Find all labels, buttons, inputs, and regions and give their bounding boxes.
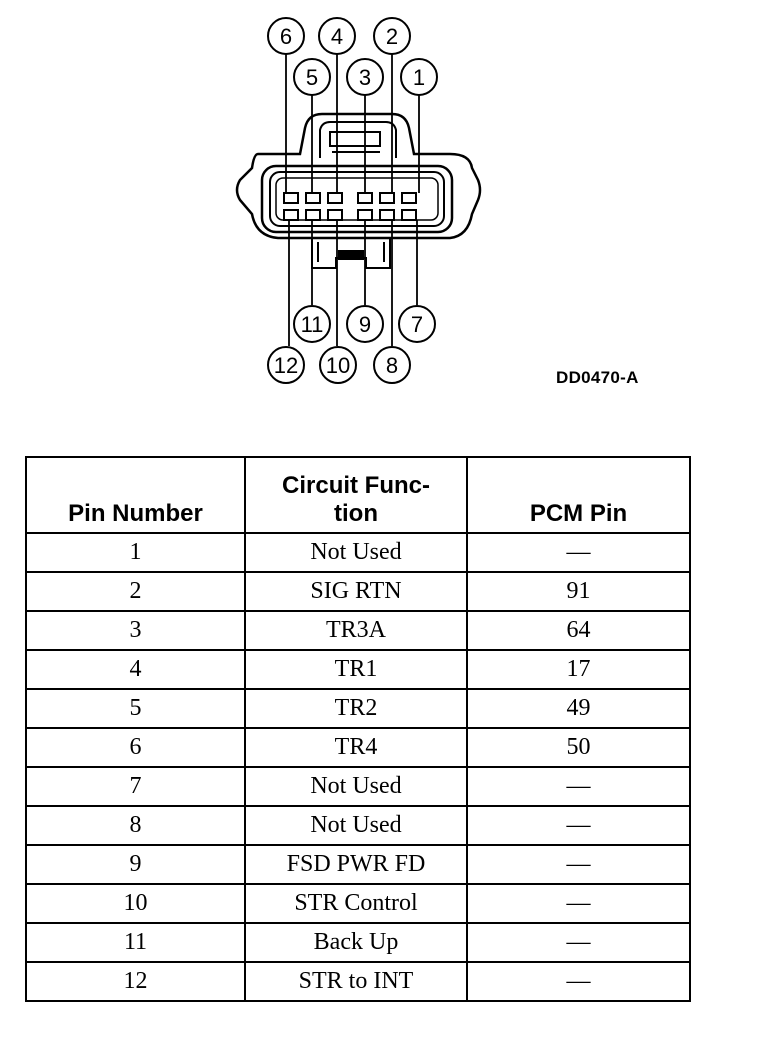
leader-lines <box>285 53 420 346</box>
circuit-function-cell: Not Used <box>244 805 468 846</box>
header-pin-number: Pin Number <box>25 456 246 534</box>
pin-label-12: 12 <box>274 353 298 378</box>
pin-number-cell: 11 <box>25 922 246 963</box>
pin-label-10: 10 <box>326 353 350 378</box>
pin-callout-6 <box>267 17 305 55</box>
table-row: 8 Not Used — <box>25 805 691 846</box>
circuit-function-cell: Not Used <box>244 532 468 573</box>
pcm-pin-cell: — <box>466 883 691 924</box>
pin-label-1: 1 <box>413 65 425 90</box>
pin-label-4: 4 <box>331 24 343 49</box>
circuit-function-cell: TR3A <box>244 610 468 651</box>
pin-callout-7 <box>398 305 436 343</box>
circuit-function-cell: FSD PWR FD <box>244 844 468 885</box>
pin-number-cell: 5 <box>25 688 246 729</box>
pcm-pin-cell: — <box>466 922 691 963</box>
pin-label-2: 2 <box>386 24 398 49</box>
pin-number-cell: 8 <box>25 805 246 846</box>
pin-callout-9 <box>346 305 384 343</box>
table-body: 1 Not Used — 2 SIG RTN 91 3 TR3A 64 4 TR… <box>25 532 691 1002</box>
circuit-function-cell: SIG RTN <box>244 571 468 612</box>
pin-label-11: 11 <box>301 312 324 337</box>
pcm-pin-cell: — <box>466 961 691 1002</box>
pin-callouts-top <box>267 17 438 96</box>
latch-window <box>329 131 381 147</box>
pin-number-cell: 4 <box>25 649 246 690</box>
circuit-function-cell: TR2 <box>244 688 468 729</box>
circuit-function-cell: STR to INT <box>244 961 468 1002</box>
pin-callouts-bottom <box>267 305 436 384</box>
pin-callout-3 <box>346 58 384 96</box>
header-circuit-function: Circuit Func- tion <box>244 456 468 534</box>
circuit-function-cell: Not Used <box>244 766 468 807</box>
table-row: 3 TR3A 64 <box>25 610 691 651</box>
pin-callout-11 <box>293 305 331 343</box>
pcm-pin-cell: — <box>466 532 691 573</box>
connector-latch <box>319 121 397 158</box>
pin-label-6: 6 <box>280 24 292 49</box>
connector-inner-cavity <box>260 164 454 234</box>
pin-callout-2 <box>373 17 411 55</box>
table-row: 10 STR Control — <box>25 883 691 924</box>
pin-callout-1 <box>400 58 438 96</box>
pin-callout-5 <box>293 58 331 96</box>
connector-face-drawing: 6 4 2 5 3 1 11 9 7 12 10 8 <box>235 17 482 384</box>
pcm-pin-cell: — <box>466 844 691 885</box>
figure-code: DD0470-A <box>556 368 639 387</box>
header-pcm-pin: PCM Pin <box>466 456 691 534</box>
table-row: 5 TR2 49 <box>25 688 691 729</box>
pin-label-7: 7 <box>411 312 423 337</box>
table-row: 11 Back Up — <box>25 922 691 963</box>
pin-number-cell: 1 <box>25 532 246 573</box>
pin-number-cell: 2 <box>25 571 246 612</box>
pin-table: Pin Number Circuit Func- tion PCM Pin 1 … <box>25 456 691 1002</box>
pin-label-8: 8 <box>386 353 398 378</box>
pin-number-cell: 10 <box>25 883 246 924</box>
table-row: 9 FSD PWR FD — <box>25 844 691 885</box>
circuit-function-cell: Back Up <box>244 922 468 963</box>
circuit-function-cell: TR1 <box>244 649 468 690</box>
connector-diagram: 6 4 2 5 3 1 11 9 7 12 10 8 DD0470-A <box>0 0 768 400</box>
pin-label-3: 3 <box>359 65 371 90</box>
pin-number-cell: 12 <box>25 961 246 1002</box>
pin-callout-4 <box>318 17 356 55</box>
table-header-row: Pin Number Circuit Func- tion PCM Pin <box>25 456 691 534</box>
circuit-function-cell: TR4 <box>244 727 468 768</box>
pin-number-cell: 9 <box>25 844 246 885</box>
pin-cavities-bottom-row <box>283 209 417 221</box>
connector-outer-shell <box>235 112 482 240</box>
pcm-pin-cell: — <box>466 766 691 807</box>
pcm-pin-cell: 17 <box>466 649 691 690</box>
pin-callout-8 <box>373 346 411 384</box>
pin-cavities-top-row <box>283 192 417 204</box>
pin-number-cell: 6 <box>25 727 246 768</box>
pcm-pin-cell: — <box>466 805 691 846</box>
table-row: 1 Not Used — <box>25 532 691 573</box>
pcm-pin-cell: 50 <box>466 727 691 768</box>
pin-label-5: 5 <box>306 65 318 90</box>
table-row: 4 TR1 17 <box>25 649 691 690</box>
pin-number-cell: 7 <box>25 766 246 807</box>
table-row: 12 STR to INT — <box>25 961 691 1002</box>
table-row: 7 Not Used — <box>25 766 691 807</box>
pcm-pin-cell: 64 <box>466 610 691 651</box>
table-row: 6 TR4 50 <box>25 727 691 768</box>
pin-number-cell: 3 <box>25 610 246 651</box>
pin-label-9: 9 <box>359 312 371 337</box>
table-row: 2 SIG RTN 91 <box>25 571 691 612</box>
pin-callout-10 <box>319 346 357 384</box>
circuit-function-cell: STR Control <box>244 883 468 924</box>
pcm-pin-cell: 91 <box>466 571 691 612</box>
pcm-pin-cell: 49 <box>466 688 691 729</box>
pin-callout-12 <box>267 346 305 384</box>
